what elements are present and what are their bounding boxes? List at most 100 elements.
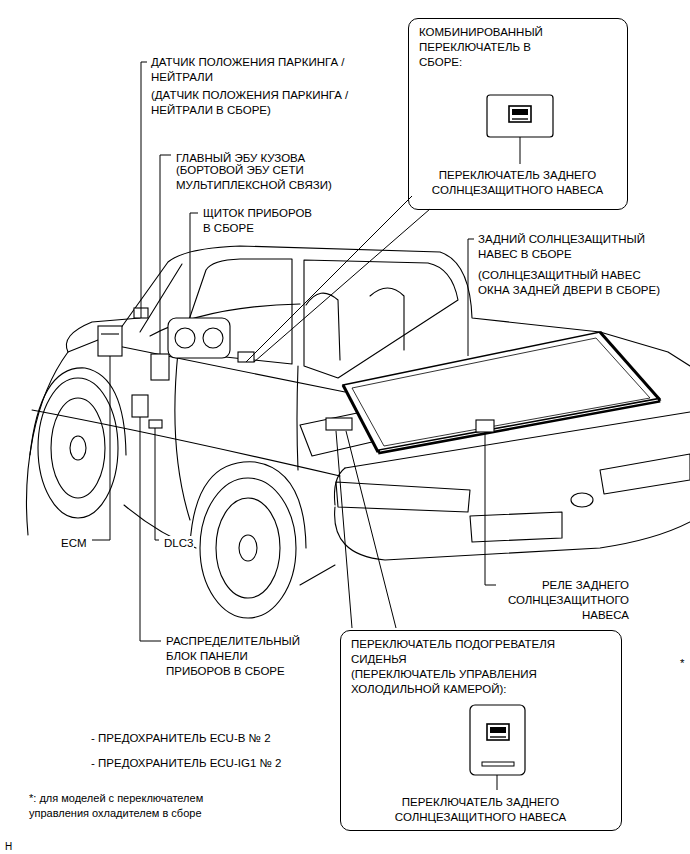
rear-hub bbox=[239, 535, 257, 561]
leader-line bbox=[336, 431, 352, 628]
part-label: РЕЛЕ ЗАДНЕГО СОЛНЦЕЗАЩИТНОГО НАВЕСА bbox=[498, 578, 630, 623]
sunshade-frame bbox=[343, 332, 660, 452]
leader-line bbox=[190, 213, 198, 318]
seat-back bbox=[306, 293, 340, 360]
switch-symbol bbox=[487, 724, 509, 740]
heading-text: ПЕРЕКЛЮЧАТЕЛЬ ПОДОГРЕВАТЕЛЯ СИДЕНЬЯ bbox=[351, 637, 591, 667]
part-label: - ПРЕДОХРАНИТЕЛЬ ECU-IG1 № 2 bbox=[90, 756, 282, 771]
leader-line bbox=[520, 137, 521, 164]
switch-label: ПЕРЕКЛЮЧАТЕЛЬ ЗАДНЕГО СОЛНЦЕЗАЩИТНОГО НА… bbox=[371, 795, 591, 825]
part-label: (БОРТОВОЙ ЭБУ СЕТИ МУЛЬТИПЛЕКСНОЙ СВЯЗИ) bbox=[175, 163, 350, 193]
leader-line bbox=[92, 356, 110, 540]
rear-door-window bbox=[304, 260, 458, 378]
part-label: ЗАДНИЙ СОЛНЦЕЗАЩИТНЫЙ НАВЕС В СБОРЕ bbox=[477, 232, 662, 262]
rear-quarter bbox=[300, 565, 335, 585]
tail-light bbox=[336, 482, 470, 512]
switch-label: ПЕРЕКЛЮЧАТЕЛЬ ЗАДНЕГО СОЛНЦЕЗАЩИТНОГО НА… bbox=[418, 168, 618, 198]
label-slot: - ПРЕДОХРАНИТЕЛЬ ECU-B № 2 bbox=[90, 728, 272, 746]
front-fender bbox=[27, 332, 118, 535]
leader-line bbox=[140, 417, 161, 641]
part-label: (ДАТЧИК ПОЛОЖЕНИЯ ПАРКИНГА / НЕЙТРАЛИ В … bbox=[150, 88, 395, 118]
label-slot: (ДАТЧИК ПОЛОЖЕНИЯ ПАРКИНГА / НЕЙТРАЛИ В … bbox=[150, 88, 395, 118]
car-body bbox=[27, 246, 690, 618]
leader-line bbox=[468, 239, 474, 356]
gauge bbox=[175, 328, 195, 348]
rear-rim bbox=[216, 498, 280, 598]
leader-line bbox=[497, 775, 498, 790]
switch-symbol bbox=[490, 736, 506, 737]
callout-box: ПЕРЕКЛЮЧАТЕЛЬ ПОДОГРЕВАТЕЛЯ СИДЕНЬЯ(ПЕРЕ… bbox=[340, 630, 622, 831]
heading-text: (ПЕРЕКЛЮЧАТЕЛЬ УПРАВЛЕНИЯ ХОЛОДИЛЬНОЙ КА… bbox=[351, 667, 591, 697]
sunshade-relay bbox=[476, 420, 494, 432]
part-label: РАСПРЕДЕЛИТЕЛЬНЫЙ БЛОК ПАНЕЛИ ПРИБОРОВ В… bbox=[165, 634, 315, 679]
label-slot: - ПРЕДОХРАНИТЕЛЬ ECU-IG1 № 2 bbox=[90, 753, 282, 771]
switch-symbol bbox=[512, 109, 528, 115]
ecm-detail bbox=[101, 333, 119, 334]
label-slot: (СОЛНЦЕЗАЩИТНЫЙ НАВЕС ОКНА ЗАДНЕЙ ДВЕРИ … bbox=[477, 268, 662, 298]
dlc3-connector bbox=[149, 420, 162, 428]
label-slot: РАСПРЕДЕЛИТЕЛЬНЫЙ БЛОК ПАНЕЛИ ПРИБОРОВ В… bbox=[165, 634, 315, 679]
label-slot: ЩИТОК ПРИБОРОВ В СБОРЕ bbox=[202, 206, 314, 236]
sunshade-roller-highlight bbox=[380, 400, 658, 451]
front-hub bbox=[70, 436, 86, 460]
callout-heading: ПЕРЕКЛЮЧАТЕЛЬ ПОДОГРЕВАТЕЛЯ СИДЕНЬЯ(ПЕРЕ… bbox=[351, 637, 591, 697]
switch-symbol bbox=[509, 106, 531, 122]
body-ecu bbox=[151, 354, 169, 380]
front-wheel bbox=[38, 378, 118, 518]
rear-wheel bbox=[200, 478, 296, 618]
instrument-cluster bbox=[168, 318, 230, 358]
part-label: (СОЛНЦЕЗАЩИТНЫЙ НАВЕС ОКНА ЗАДНЕЙ ДВЕРИ … bbox=[477, 268, 662, 298]
leader-line bbox=[160, 155, 171, 354]
sunshade-rod bbox=[600, 332, 660, 400]
part-label: ЩИТОК ПРИБОРОВ В СБОРЕ bbox=[202, 206, 314, 236]
ecm-unit bbox=[98, 326, 122, 356]
label-slot: * bbox=[679, 653, 685, 671]
heading-text: КОМБИНИРОВАННЫЙ ПЕРЕКЛЮЧАТЕЛЬ В СБОРЕ: bbox=[419, 25, 549, 70]
label-slot: DLC3 bbox=[163, 533, 194, 551]
switch-icon bbox=[487, 95, 553, 137]
label-slot: H bbox=[4, 836, 13, 854]
callout-box: КОМБИНИРОВАННЫЙ ПЕРЕКЛЮЧАТЕЛЬ В СБОРЕ: ПЕ… bbox=[408, 18, 628, 210]
junction-block bbox=[132, 395, 148, 417]
label-slot: ЗАДНИЙ СОЛНЦЕЗАЩИТНЫЙ НАВЕС В СБОРЕ bbox=[477, 232, 662, 262]
switch-icon bbox=[470, 705, 525, 775]
callout-heading: КОМБИНИРОВАННЫЙ ПЕРЕКЛЮЧАТЕЛЬ В СБОРЕ: bbox=[419, 25, 549, 70]
label-slot: ECM bbox=[60, 533, 88, 551]
part-label: ДАТЧИК ПОЛОЖЕНИЯ ПАРКИНГА / НЕЙТРАЛИ bbox=[150, 55, 395, 85]
label-slot: ДАТЧИК ПОЛОЖЕНИЯ ПАРКИНГА / НЕЙТРАЛИ bbox=[150, 55, 395, 85]
front-wheel-arch bbox=[30, 368, 126, 455]
leader-line bbox=[141, 62, 147, 318]
plate-recess bbox=[470, 512, 562, 542]
rear-door-seam bbox=[297, 366, 298, 470]
part-label: H bbox=[4, 839, 13, 854]
switch-indicator bbox=[482, 762, 514, 766]
part-label: ECM bbox=[60, 536, 88, 551]
label-slot: РЕЛЕ ЗАДНЕГО СОЛНЦЕЗАЩИТНОГО НАВЕСА bbox=[498, 578, 630, 623]
components bbox=[98, 308, 494, 432]
front-rim bbox=[51, 398, 105, 498]
part-label: *: для моделей с переключателем управлен… bbox=[28, 791, 243, 821]
tail-light bbox=[600, 454, 690, 494]
leader-line bbox=[155, 428, 159, 540]
rear-bumper bbox=[335, 507, 690, 560]
sunshade-assembly bbox=[343, 332, 660, 452]
switch-symbol bbox=[490, 727, 506, 733]
front-door-seam bbox=[175, 352, 190, 520]
console-switch bbox=[326, 418, 352, 430]
gauge bbox=[203, 328, 223, 348]
label-slot: (БОРТОВОЙ ЭБУ СЕТИ МУЛЬТИПЛЕКСНОЙ СВЯЗИ) bbox=[175, 163, 350, 193]
part-label: DLC3 bbox=[163, 536, 194, 551]
emblem bbox=[571, 493, 593, 507]
seat-back bbox=[370, 288, 404, 350]
part-label: - ПРЕДОХРАНИТЕЛЬ ECU-B № 2 bbox=[90, 731, 272, 746]
character-line bbox=[32, 410, 340, 476]
leader-line bbox=[485, 432, 496, 585]
label-slot: *: для моделей с переключателем управлен… bbox=[28, 791, 243, 821]
leader-line bbox=[346, 431, 396, 628]
switch-symbol bbox=[512, 118, 528, 119]
sunshade-roller bbox=[378, 400, 660, 452]
part-label: * bbox=[679, 656, 685, 671]
